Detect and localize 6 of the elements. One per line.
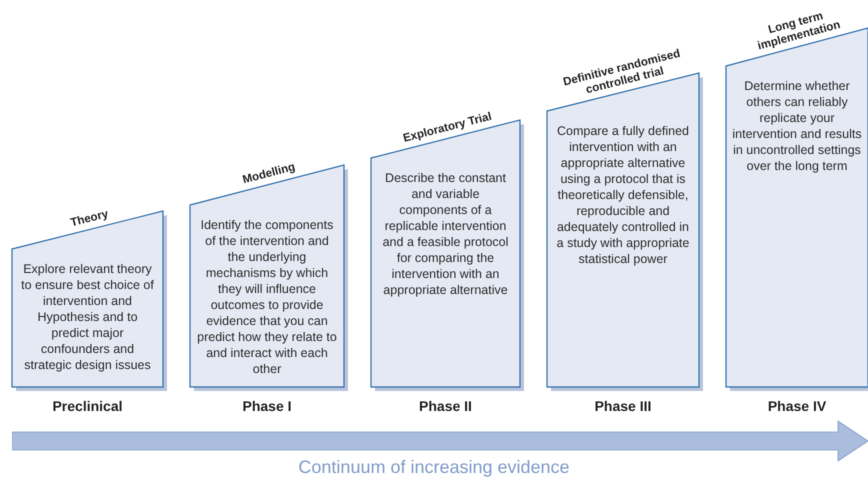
phase-label: Preclinical <box>51 397 124 415</box>
phase-label: Phase IV <box>766 397 828 415</box>
axis-caption: Continuum of increasing evidence <box>297 456 571 478</box>
phase-label: Phase II <box>418 397 473 415</box>
phase-label: Phase III <box>594 397 652 415</box>
phase-label: Phase I <box>241 397 293 415</box>
